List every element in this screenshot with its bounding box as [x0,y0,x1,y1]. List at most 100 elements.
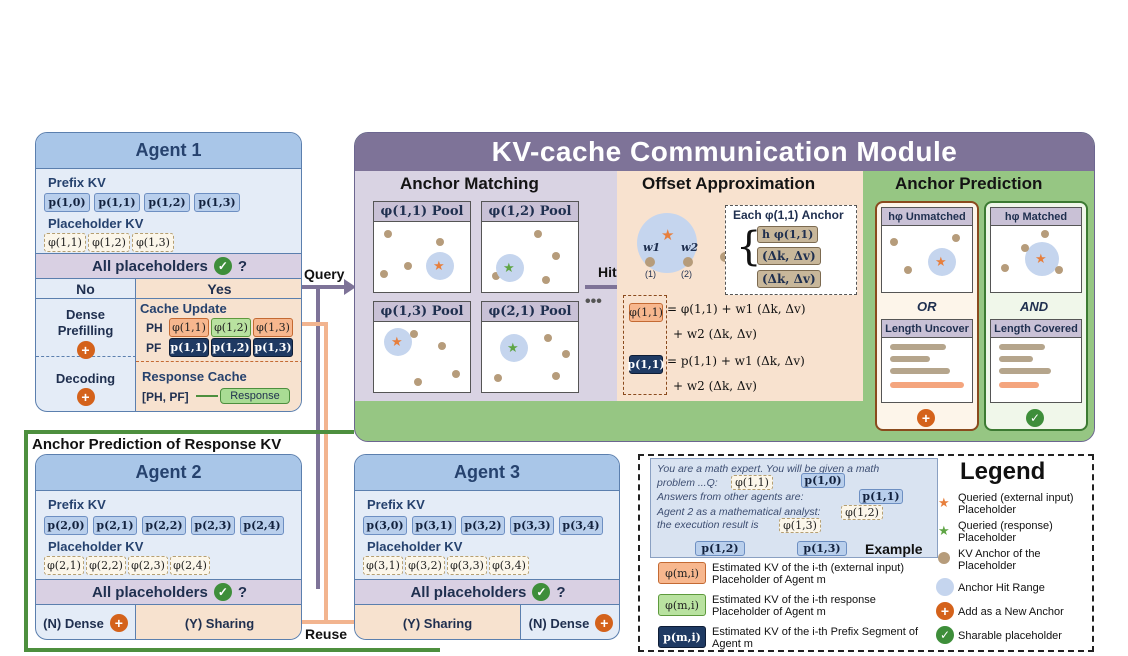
agent2-all-placeholders: All placeholders ✓ ? [36,579,301,605]
anchor-hit-range [384,328,412,356]
green-connector-b [24,648,440,652]
anchor-dot [380,270,388,278]
ph-chip: φ(1,1) [169,318,209,337]
agent3-prefix-chip: p(3,0) [363,516,407,535]
anchor-prediction-response-label: Anchor Prediction of Response KV [30,436,284,453]
agent2-placeholder-chip: φ(2,2) [86,556,126,575]
length-uncover-box: Length Uncover [881,319,973,403]
agent3-placeholder-chip: φ(3,1) [363,556,403,575]
agent1-placeholder-chip: φ(1,2) [88,233,130,252]
agent3-panel: Agent 3 Prefix KV p(3,0) p(3,1) p(3,2) p… [354,454,620,640]
anchor-dot [410,330,418,338]
and-label: AND [1020,299,1049,314]
example-chip: p(1,0) [801,473,845,488]
agent2-placeholder-chip: φ(2,4) [170,556,210,575]
each-anchor-label: Each φ(1,1) Anchor [733,208,844,222]
vertical-connector [316,289,320,589]
example-chip: φ(1,2) [841,505,883,520]
hit-label: Hit [598,264,617,280]
kv-module-title: KV-cache Communication Module [355,133,1094,171]
plus-icon: + [917,409,935,427]
n1-label: (1) [645,269,656,279]
no-label: No [36,279,136,299]
anchor-dot [404,262,412,270]
matched-header: hφ Matched [991,208,1081,226]
question-mark: ? [237,583,248,601]
pf-chip: p(1,2) [211,338,251,357]
anchor-matching-title: Anchor Matching [400,174,539,193]
n2-label: (2) [681,269,692,279]
agent1-placeholder-chip: φ(1,1) [44,233,86,252]
anchor-hit-range [928,248,956,276]
legend-anchor-hit-range: Anchor Hit Range [958,582,1045,594]
anchor-dot [494,374,502,382]
orange-connector [324,322,328,622]
orange-star-icon: ★ [661,227,675,244]
anchor-dot [1021,244,1029,252]
agent3-prefix-chip: p(3,3) [510,516,554,535]
all-placeholders-text: All placeholders [91,257,208,275]
anchor-dot [938,552,950,564]
pool-header: φ(2,1) Pool [482,302,578,322]
check-icon: ✓ [1026,409,1044,427]
pool-header: φ(1,1) Pool [374,202,470,222]
example-label: Example [865,541,923,557]
agent2-title: Agent 2 [36,455,301,491]
pool-1-3: φ(1,3) Pool ★ [373,301,471,393]
agent2-prefix-chip: p(2,3) [191,516,235,535]
orange-star-icon: ★ [391,334,403,349]
legend-sharable: Sharable placeholder [958,630,1062,642]
check-icon: ✓ [213,257,232,275]
agent2-prefix-chip: p(2,0) [44,516,88,535]
plus-icon: + [76,341,95,359]
agent1-panel: Agent 1 Prefix KV p(1,0) p(1,1) p(1,2) p… [35,132,302,412]
anchor-dot [890,238,898,246]
length-bar [999,368,1051,374]
anchor-prediction-panel: Anchor Prediction hφ Unmatched ★ OR Leng… [863,171,1094,433]
example-line: the execution result is [657,519,759,531]
legend-est-prefix: Estimated KV of the i-th Prefix Segment … [712,626,919,650]
agent3-prefix-label: Prefix KV [367,497,425,512]
agent2-sharing: (Y) Sharing [136,605,301,639]
agent2-dense: (N) Dense + [36,605,136,639]
matched-card: hφ Matched ★ AND Length Covered ✓ [984,201,1088,431]
pool-header: φ(1,2) Pool [482,202,578,222]
agent3-prefix-chip: p(3,2) [461,516,505,535]
agent1-prefix-label: Prefix KV [48,175,106,190]
example-box: You are a math expert. You will be given… [650,458,938,558]
legend-add-anchor: Add as a New Anchor [958,606,1064,618]
agent1-placeholder-label: Placeholder KV [48,216,144,231]
formula-phi-w2: + w2 (Δk, Δv) [673,327,757,341]
length-covered-header: Length Covered [991,320,1081,338]
agent2-prefix-chip: p(2,4) [240,516,284,535]
dk-dv-chip: (Δk, Δv) [757,247,821,265]
plus-icon: + [595,614,614,632]
agent3-dense: (N) Dense + [521,605,619,639]
length-bar [999,356,1033,362]
agent3-title: Agent 3 [355,455,619,491]
agent1-title: Agent 1 [36,133,301,169]
divider [136,361,301,362]
dk-dv-chip: (Δk, Δv) [757,270,821,288]
plus-icon: + [76,388,95,406]
formula-phi: = φ(1,1) + w1 (Δk, Δv) [667,302,806,316]
pool-header: φ(1,3) Pool [374,302,470,322]
pool-body: ★ [482,222,578,292]
yes-label: Yes [136,279,301,299]
agent2-prefix-chip: p(2,1) [93,516,137,535]
legend-title: Legend [960,458,1046,485]
legend-box: You are a math expert. You will be given… [638,454,1094,652]
anchor-dot [414,378,422,386]
agent2-placeholder-label: Placeholder KV [48,539,144,554]
unmatched-pool: hφ Unmatched ★ [881,207,973,293]
kv-cache-module: KV-cache Communication Module Anchor Mat… [354,132,1095,442]
example-chip: p(1,2) [695,541,745,556]
orange-connector-h [302,322,326,326]
reuse-label: Reuse [305,626,348,642]
formula-p-w2: + w2 (Δk, Δv) [673,379,757,393]
length-bar [890,344,946,350]
all-placeholders-text: All placeholders [91,583,208,601]
more-dots: ••• [585,293,602,310]
legend-kv-anchor: KV Anchor of the Placeholder [958,548,1041,572]
agent1-prefix-chip: p(1,1) [94,193,140,212]
